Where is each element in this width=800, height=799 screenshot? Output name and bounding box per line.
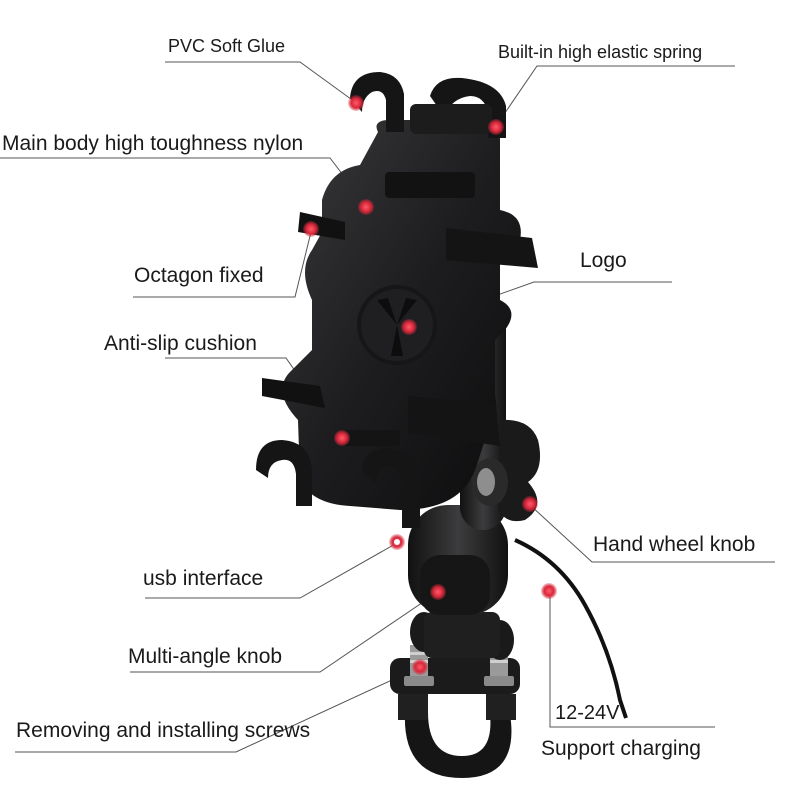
logo-emblem [357,285,437,365]
charging-cable [514,538,628,719]
label-hand-wheel-knob: Hand wheel knob [593,533,756,556]
top-hooks [350,72,506,138]
label-usb-interface: usb interface [143,567,264,590]
leader-lines [0,61,775,753]
label-multi-angle-knob: Multi-angle knob [128,645,283,668]
label-removing-screws: Removing and installing screws [16,719,311,742]
hand-wheel-knob [472,419,541,522]
label-pvc-soft-glue: PVC Soft Glue [168,36,286,56]
handlebar-clamp [390,612,520,778]
label-anti-slip-cushion: Anti-slip cushion [104,332,257,355]
marker-dots [303,95,557,675]
label-main-body: Main body high toughness nylon [2,132,304,155]
label-octagon-fixed: Octagon fixed [134,264,264,287]
label-built-in-spring: Built-in high elastic spring [498,42,703,62]
bottom-hooks [256,440,420,528]
side-arms [262,212,538,446]
label-voltage: 12-24V [555,702,620,724]
label-logo: Logo [580,249,627,272]
label-support-charging: Support charging [541,737,701,760]
